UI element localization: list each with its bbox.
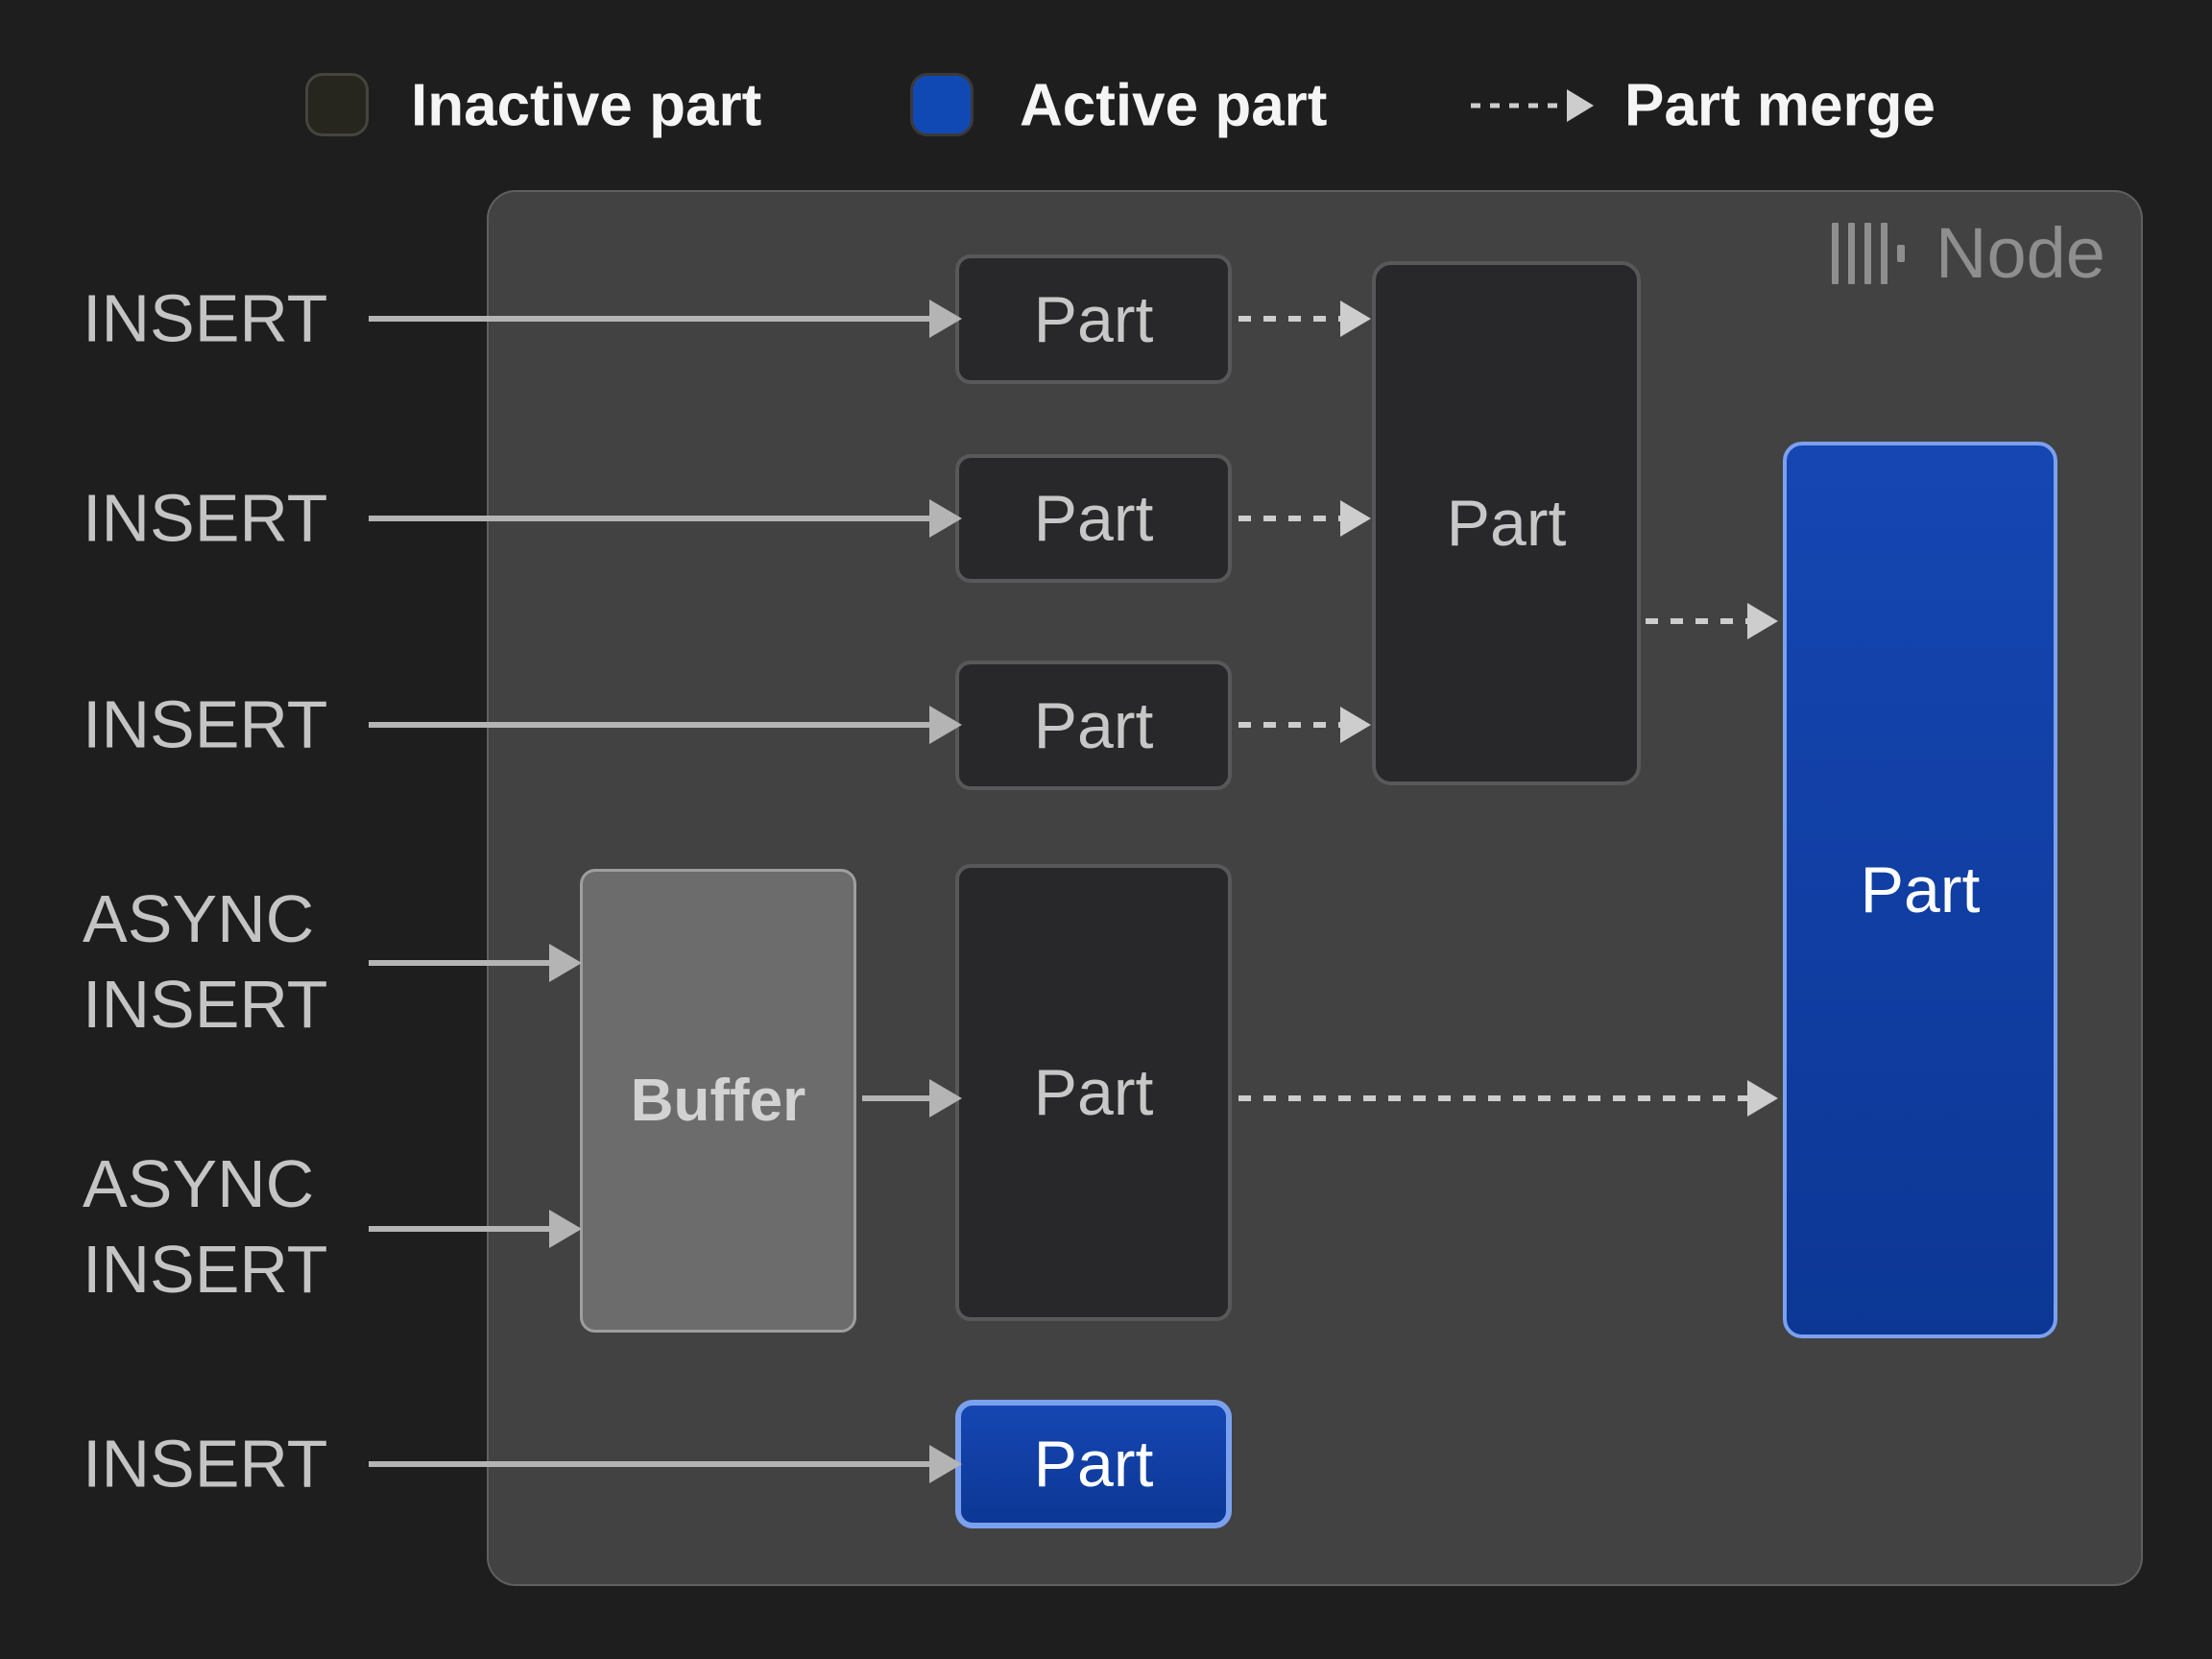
logo-bar	[1848, 223, 1855, 284]
part-box-label: Part	[1033, 688, 1154, 762]
buffer-box: Buffer	[580, 869, 856, 1333]
node-title: Node	[1936, 213, 2105, 293]
insert-label-2: INSERT	[83, 480, 328, 556]
part-box-label: Part	[1860, 854, 1981, 926]
inactive-part-swatch	[305, 73, 369, 136]
insert-label-1: INSERT	[83, 280, 328, 356]
insert-label-3: INSERT	[83, 686, 328, 762]
inactive-part-box-2: Part	[955, 454, 1232, 583]
insert-label-4: INSERT	[83, 1426, 328, 1502]
buffered-part-box: Part	[955, 864, 1232, 1321]
part-box-label: Part	[1033, 1056, 1154, 1129]
logo-bar	[1881, 223, 1887, 284]
legend-label-inactive: Inactive part	[411, 72, 762, 139]
legend-label-part-merge: Part merge	[1624, 72, 1936, 139]
legend-label-active: Active part	[1020, 72, 1328, 139]
active-part-box-main: Part	[1783, 442, 2057, 1338]
async-insert-label-1: ASYNC INSERT	[83, 881, 328, 1042]
part-box-label: Part	[1033, 482, 1154, 555]
async-insert-label-2: ASYNC INSERT	[83, 1146, 328, 1307]
logo-bar	[1864, 223, 1871, 284]
part-box-label: Part	[1033, 1428, 1154, 1501]
logo-dot	[1897, 245, 1905, 262]
part-box-label: Part	[1446, 487, 1567, 560]
inactive-part-box-1: Part	[955, 254, 1232, 384]
active-part-swatch	[910, 73, 974, 136]
inactive-part-box-3: Part	[955, 661, 1232, 790]
clickhouse-logo-icon	[1832, 223, 1905, 284]
legend-part-merge-arrow	[1471, 89, 1594, 122]
buffer-box-label: Buffer	[630, 1067, 806, 1134]
active-part-box-bottom: Part	[955, 1400, 1232, 1528]
node-header: Node	[1832, 218, 2105, 289]
part-box-label: Part	[1033, 282, 1154, 356]
logo-bar	[1832, 223, 1839, 284]
merge-target-part-box: Part	[1372, 261, 1641, 785]
